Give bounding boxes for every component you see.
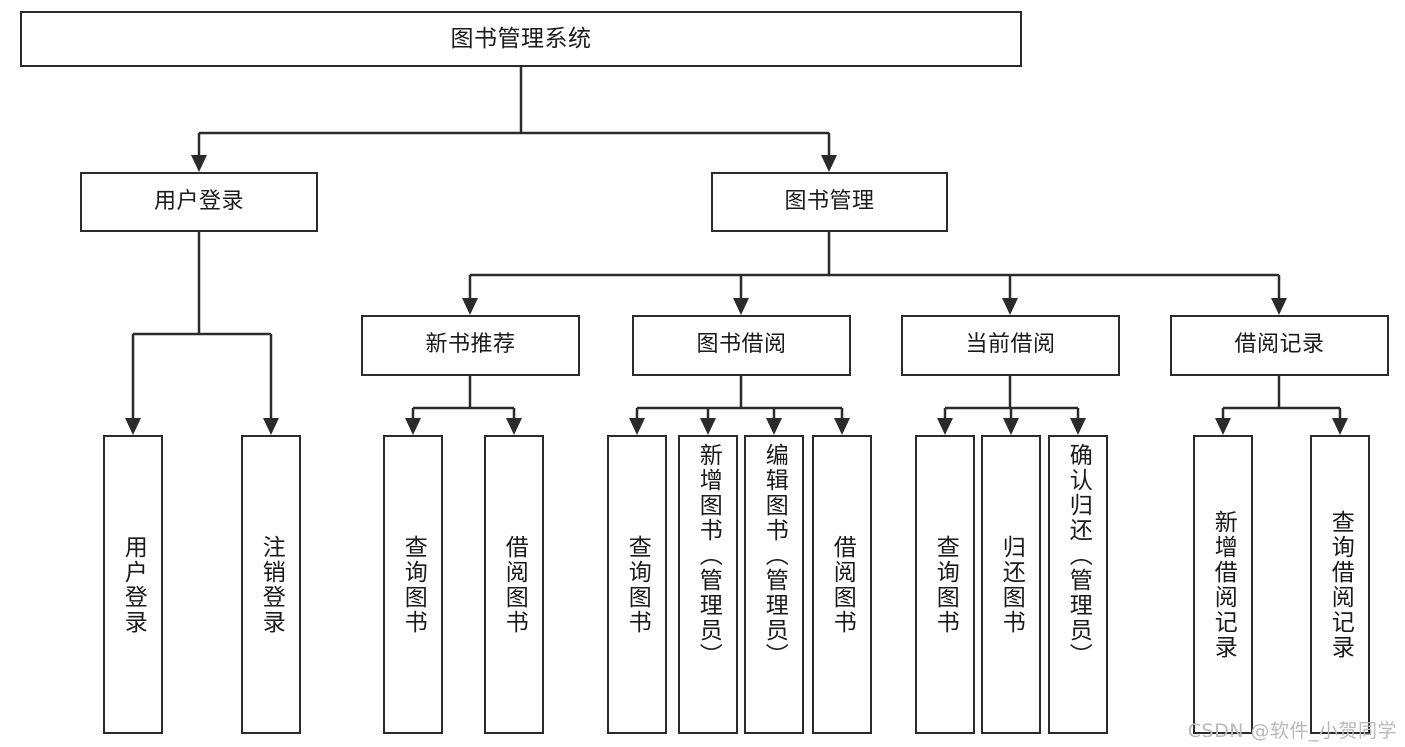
leaf-confirm-return-admin[interactable]: 确认归还（管理员）	[1048, 435, 1108, 734]
node-label: 借阅记录	[1234, 332, 1325, 358]
leaf-return-book[interactable]: 归还图书	[981, 435, 1041, 734]
node-book-management[interactable]: 图书管理	[711, 172, 948, 232]
node-label: 当前借阅	[965, 332, 1056, 358]
borrow-record-split-arrowhead-1	[1332, 418, 1348, 435]
node-user-login[interactable]: 用户登录	[80, 172, 318, 232]
node-new-book-recommendation[interactable]: 新书推荐	[361, 315, 580, 376]
node-label: 图书管理	[784, 188, 875, 214]
leaf-edit-book-admin[interactable]: 编辑图书（管理员）	[744, 435, 804, 734]
leaf-query-book-1[interactable]: 查询图书	[383, 435, 443, 734]
node-label: 新增借阅记录	[1210, 509, 1237, 660]
node-label: 新书推荐	[425, 332, 516, 358]
node-label: 编辑图书（管理员）	[761, 443, 788, 668]
node-label: 用户登录	[153, 188, 244, 214]
leaf-add-borrow-record[interactable]: 新增借阅记录	[1193, 435, 1253, 734]
borrow-record-split-arrowhead-0	[1215, 418, 1231, 435]
book-borrow-split-arrowhead-2	[766, 418, 782, 435]
node-label: 查询图书	[932, 534, 959, 635]
book-mgmt-split-arrowhead-1	[733, 298, 749, 315]
node-current-borrowing[interactable]: 当前借阅	[901, 315, 1120, 376]
current-borrow-split-arrowhead-0	[937, 418, 953, 435]
leaf-user-login[interactable]: 用户登录	[103, 435, 163, 734]
node-label: 查询图书	[624, 534, 651, 635]
node-label: 确认归还（管理员）	[1065, 443, 1092, 668]
leaf-query-book-3[interactable]: 查询图书	[915, 435, 975, 734]
root-split-arrowhead-1	[821, 155, 837, 172]
root-split-arrowhead-0	[191, 155, 207, 172]
book-mgmt-split-arrowhead-2	[1002, 298, 1018, 315]
leaf-borrow-book-2[interactable]: 借阅图书	[812, 435, 872, 734]
book-borrow-split-arrowhead-1	[700, 418, 716, 435]
book-borrow-split-arrowhead-3	[834, 418, 850, 435]
leaf-add-book-admin[interactable]: 新增图书（管理员）	[678, 435, 738, 734]
current-borrow-split-arrowhead-2	[1070, 418, 1086, 435]
node-borrowing-record[interactable]: 借阅记录	[1170, 315, 1389, 376]
user-login-split-arrowhead-1	[263, 418, 279, 435]
node-label: 图书借阅	[696, 332, 787, 358]
node-label: 借阅图书	[829, 534, 856, 635]
new-book-rec-split-arrowhead-0	[405, 418, 421, 435]
leaf-query-borrow-record[interactable]: 查询借阅记录	[1310, 435, 1370, 734]
node-label: 图书管理系统	[450, 25, 592, 52]
user-login-split-arrowhead-0	[125, 418, 141, 435]
csdn-watermark: CSDN @软件_小贺同学	[1187, 720, 1397, 742]
node-label: 注销登录	[258, 534, 285, 635]
book-mgmt-split-arrowhead-0	[462, 298, 478, 315]
leaf-borrow-book-1[interactable]: 借阅图书	[484, 435, 544, 734]
node-root-system[interactable]: 图书管理系统	[20, 11, 1022, 67]
node-label: 借阅图书	[501, 534, 528, 635]
node-label: 归还图书	[998, 534, 1025, 635]
book-borrow-split-arrowhead-0	[629, 418, 645, 435]
node-label: 用户登录	[120, 534, 147, 635]
node-label: 查询图书	[400, 534, 427, 635]
book-mgmt-split-arrowhead-3	[1271, 298, 1287, 315]
node-label: 查询借阅记录	[1327, 509, 1354, 660]
node-book-borrowing[interactable]: 图书借阅	[632, 315, 851, 376]
leaf-user-logout[interactable]: 注销登录	[241, 435, 301, 734]
leaf-query-book-2[interactable]: 查询图书	[607, 435, 667, 734]
node-label: 新增图书（管理员）	[695, 443, 722, 668]
new-book-rec-split-arrowhead-1	[506, 418, 522, 435]
current-borrow-split-arrowhead-1	[1003, 418, 1019, 435]
